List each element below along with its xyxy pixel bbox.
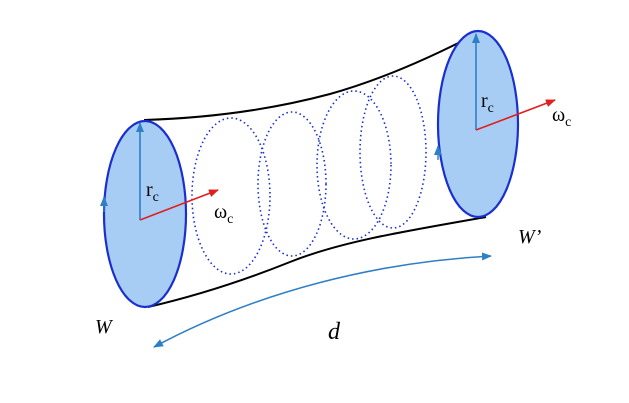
dotted-ring-1	[191, 117, 271, 275]
left-radius-label: rc	[146, 179, 159, 205]
right-disk	[436, 29, 520, 219]
tube-top-edge	[143, 32, 479, 121]
left-disk	[102, 119, 188, 309]
dotted-ring-4	[359, 75, 427, 229]
right-omega-label: ωc	[552, 104, 571, 130]
dotted-ring-3	[316, 90, 392, 240]
dotted-ring-2	[257, 111, 327, 257]
right-end-label: W’	[518, 226, 542, 248]
right-omega-arrow	[475, 99, 556, 131]
right-radius-label: rc	[481, 90, 494, 116]
intermediate-rings	[191, 75, 427, 275]
distance-arrow	[153, 252, 492, 348]
left-end-label: W	[95, 316, 114, 338]
left-omega-label: ωc	[214, 201, 233, 227]
left-omega-arrow	[139, 189, 219, 221]
tube-bottom-edge	[147, 216, 487, 308]
distance-label: d	[328, 319, 341, 345]
